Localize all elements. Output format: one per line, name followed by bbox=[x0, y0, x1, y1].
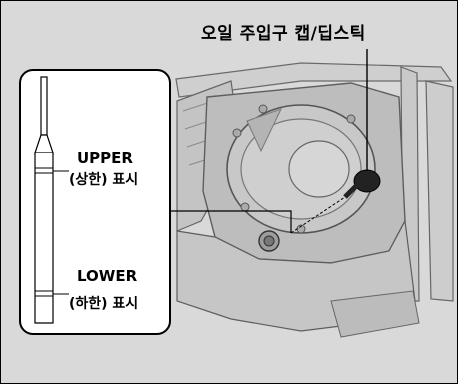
dipstick-illustration bbox=[34, 76, 69, 324]
dipstick-inset: UPPER (상한) 표시 LOWER (하한) 표시 bbox=[19, 69, 171, 335]
lower-label-kr: (하한) 표시 bbox=[69, 296, 139, 312]
oil-cap-callout: 오일 주입구 캡/딥스틱 bbox=[201, 24, 366, 44]
lower-label: LOWER bbox=[77, 267, 138, 285]
upper-label-kr: (상한) 표시 bbox=[69, 172, 139, 188]
upper-label: UPPER bbox=[77, 149, 133, 167]
